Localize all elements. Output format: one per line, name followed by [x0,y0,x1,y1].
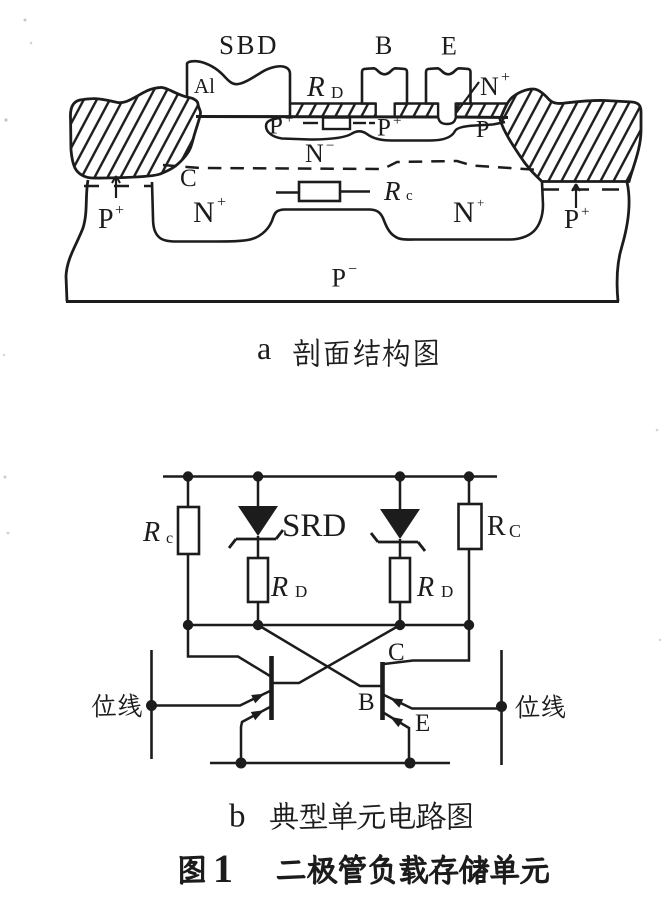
svg-text:−: − [348,261,357,278]
svg-text:R: R [383,176,401,206]
svg-text:P: P [98,204,114,235]
svg-text:P: P [476,117,489,143]
svg-text:D: D [295,582,307,601]
svg-text:SRD: SRD [282,508,346,544]
svg-text:C: C [180,165,197,192]
svg-text:N: N [305,139,324,168]
svg-text:+: + [477,195,484,210]
svg-text:D: D [331,83,343,102]
svg-text:P: P [564,204,579,234]
svg-text:R: R [487,511,506,542]
svg-text:c: c [166,530,173,547]
svg-text:−: − [326,138,334,154]
svg-text:Al: Al [194,74,215,98]
svg-text:+: + [581,204,589,220]
svg-text:R: R [270,572,288,603]
svg-text:E: E [415,710,430,737]
svg-text:P: P [377,115,391,142]
svg-text:N: N [193,196,215,229]
svg-text:B: B [375,31,392,60]
svg-text:D: D [441,582,453,601]
svg-text:+: + [501,69,510,86]
svg-text:N: N [453,196,475,229]
svg-text:R: R [306,71,325,103]
svg-text:B: B [358,689,375,716]
svg-text:C: C [388,639,405,666]
svg-text:+: + [285,111,293,127]
svg-text:c: c [406,188,413,204]
svg-text:SBD: SBD [219,30,279,60]
svg-text:N: N [480,72,499,101]
svg-text:R: R [416,572,434,603]
svg-text:C: C [509,521,521,541]
svg-text:R: R [142,517,160,548]
svg-text:P: P [269,113,283,140]
svg-text:+: + [217,194,226,211]
svg-text:+: + [115,202,124,219]
svg-text:E: E [441,32,457,61]
svg-text:1: 1 [213,846,233,891]
svg-text:+: + [393,113,401,129]
svg-text:a: a [257,330,271,366]
svg-text:b: b [229,799,246,835]
svg-text:P: P [332,264,346,293]
